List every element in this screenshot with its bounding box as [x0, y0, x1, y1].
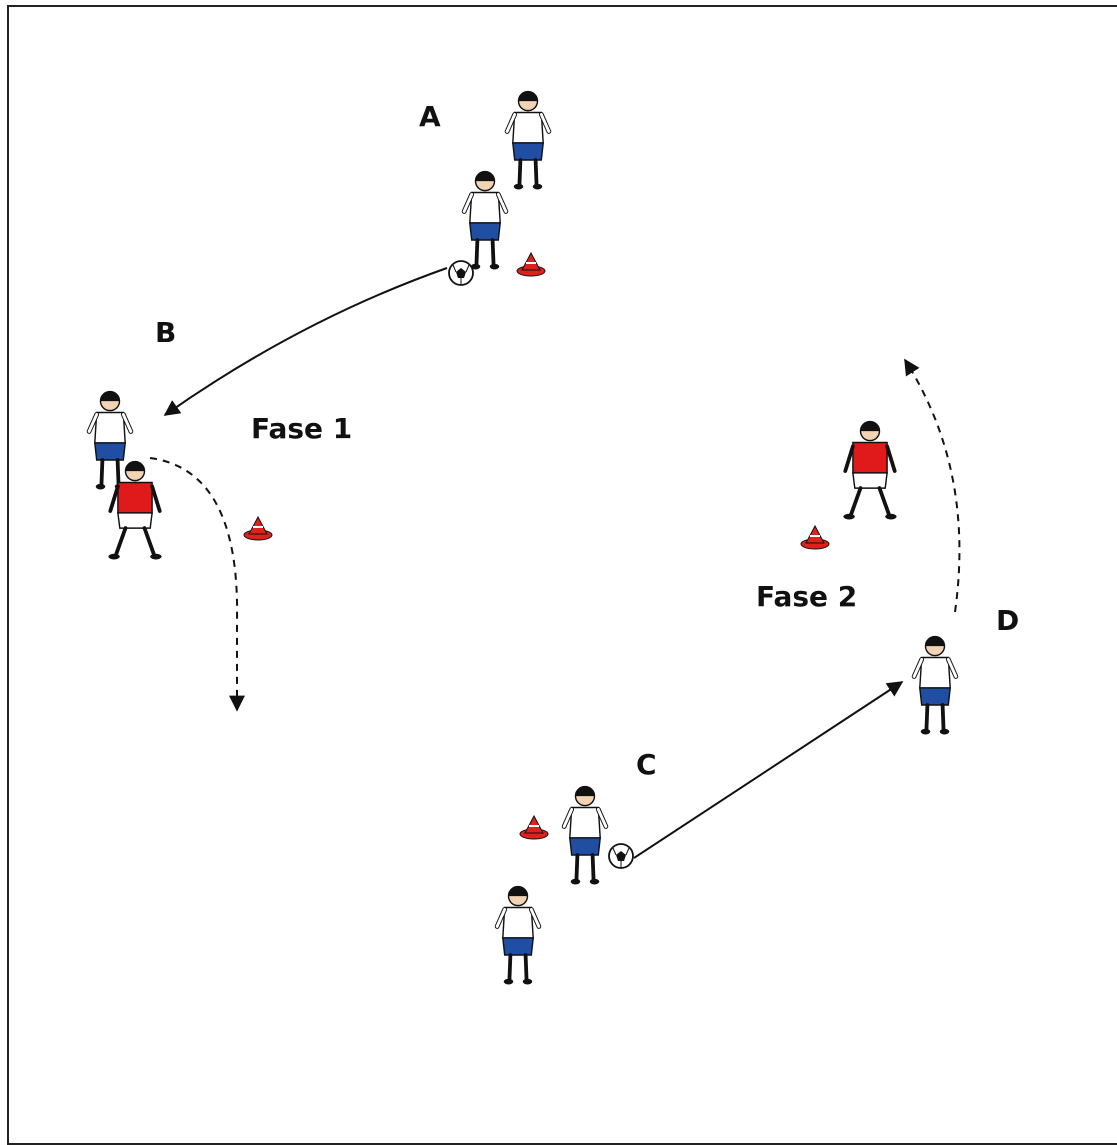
run-line-fase-2 [904, 358, 961, 613]
training-cone-icon [516, 252, 546, 277]
training-cone-icon [519, 815, 549, 840]
player-a-waiting [507, 92, 549, 190]
pass-line-a-to-b [163, 267, 448, 416]
label-player-d: D [996, 604, 1019, 637]
pass-line-c-to-d [633, 681, 904, 859]
training-cone-icon [800, 525, 830, 550]
player-d [914, 637, 956, 735]
drill-diagram: A B Fase 1 Fase 2 D C [0, 0, 1019, 1122]
player-b [89, 392, 131, 490]
label-fase-2: Fase 2 [756, 580, 857, 613]
label-player-c: C [636, 748, 657, 781]
player-c [564, 787, 606, 885]
label-player-b: B [155, 316, 176, 349]
label-fase-1: Fase 1 [251, 412, 352, 445]
label-player-a: A [419, 100, 441, 133]
soccer-ball-icon [608, 843, 634, 869]
defender-fase-2 [841, 419, 899, 522]
player-a [464, 172, 506, 270]
training-cone-icon [243, 516, 273, 541]
soccer-ball-icon [448, 260, 474, 286]
run-line-fase-1 [149, 457, 245, 712]
player-c-waiting [497, 887, 539, 985]
